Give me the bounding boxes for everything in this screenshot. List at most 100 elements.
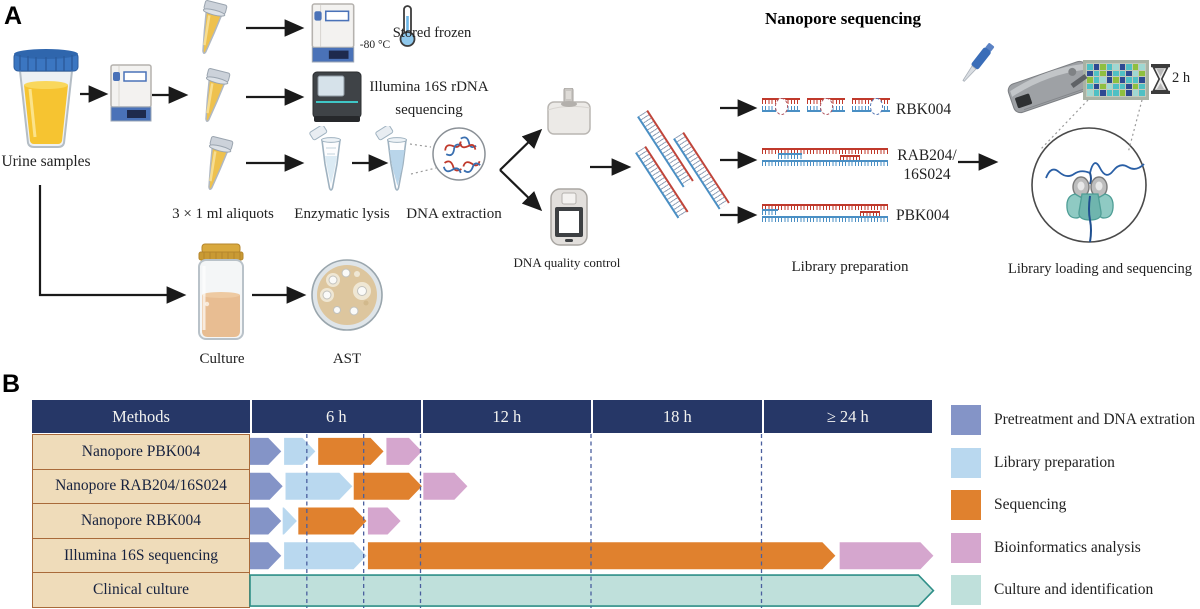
rab204-label-line2: 16S024 — [903, 166, 951, 183]
timeline-header-cell-1: 12 h — [420, 400, 591, 433]
flowcell-well — [1132, 90, 1138, 96]
gantt-chart — [249, 434, 935, 608]
flowcell-well — [1139, 70, 1145, 76]
flowcell-well — [1126, 90, 1132, 96]
rab204-label-line1: RAB204/ — [897, 147, 957, 164]
flowcell-well — [1126, 83, 1132, 89]
flowcell-well — [1126, 64, 1132, 70]
nanopore-icon — [1031, 127, 1147, 243]
legend-item-sequencing: Sequencing — [951, 490, 1195, 520]
flowcell-well — [1106, 70, 1112, 76]
legend-item-culture: Culture and identification — [951, 575, 1195, 605]
illumina-label-line2: sequencing — [395, 102, 463, 118]
gantt-bar-sequencing — [318, 437, 384, 465]
nanopore-sequencing-title: Nanopore sequencing — [765, 9, 922, 28]
legend-swatch-sequencing — [951, 490, 981, 520]
stored-frozen-label: Stored frozen — [392, 25, 472, 41]
flowcell-well — [1093, 70, 1099, 76]
flowcell-well — [1119, 64, 1125, 70]
flowcell-well — [1100, 64, 1106, 70]
legend-item-bioinformatics: Bioinformatics analysis — [951, 532, 1195, 563]
flowcell-well — [1113, 70, 1119, 76]
flowcell-well — [1087, 90, 1093, 96]
gantt-bar-bioinformatics — [386, 437, 422, 465]
legend-item-pretreatment: Pretreatment and DNA extration — [951, 405, 1195, 435]
methods-header-cell: Methods — [32, 400, 250, 433]
flowcell-well — [1113, 77, 1119, 83]
gantt-bar-pretreatment — [250, 472, 283, 500]
gantt-bar-sequencing — [353, 472, 422, 500]
flowcell-well — [1119, 77, 1125, 83]
flowcell-well — [1119, 83, 1125, 89]
gantt-bar-pretreatment — [250, 507, 282, 535]
ast-dish-icon — [311, 259, 383, 331]
fluorometer-icon — [547, 88, 591, 135]
flowcell-well — [1139, 64, 1145, 70]
flowcell-well — [1126, 70, 1132, 76]
dna-quality-control-label: DNA quality control — [513, 255, 621, 270]
flowcell-well — [1100, 77, 1106, 83]
pbk004-library-icon — [762, 204, 890, 222]
dna-magnifier-icon — [432, 127, 486, 181]
urine-cup-icon — [13, 49, 79, 148]
extraction-tube-icon — [375, 126, 407, 191]
flowcell-well — [1106, 90, 1112, 96]
temperature-label: -80 °C — [359, 39, 391, 51]
gantt-bar-pretreatment — [250, 437, 282, 465]
gantt-bar-sequencing — [298, 507, 367, 535]
legend-swatch-culture — [951, 575, 981, 605]
panel-a-label: A — [4, 2, 23, 30]
gantt-bar-bioinformatics — [423, 472, 468, 500]
legend-swatch-library — [951, 447, 981, 478]
lysis-tube-icon — [309, 126, 341, 191]
culture-jar-icon — [198, 243, 244, 340]
flowcell-well — [1087, 64, 1093, 70]
method-row-label-0: Nanopore PBK004 — [81, 442, 201, 460]
ast-label: AST — [332, 351, 362, 367]
flow-arrows — [38, 19, 1143, 304]
flowcell-well — [1100, 90, 1106, 96]
gantt-bar-bioinformatics — [367, 507, 401, 535]
rab204-library-icon — [762, 148, 890, 166]
library-loading-label: Library loading and sequencing — [1007, 261, 1192, 277]
flowcell-icon — [1083, 60, 1149, 100]
panel-b-label: B — [2, 370, 21, 398]
flowcell-well — [1093, 77, 1099, 83]
flowcell-well — [1139, 90, 1145, 96]
flowcell-well — [1132, 64, 1138, 70]
method-row-label-2: Nanopore RBK004 — [33, 503, 249, 538]
method-row-label-4: Clinical culture — [33, 572, 249, 607]
flowcell-well — [1093, 83, 1099, 89]
legend-swatch-pretreatment — [951, 405, 981, 435]
flowcell-well — [1113, 90, 1119, 96]
flowcell-well — [1106, 64, 1112, 70]
flowcell-well — [1087, 83, 1093, 89]
flowcell-well — [1106, 83, 1112, 89]
flowcell-well — [1119, 70, 1125, 76]
flowcell-well — [1087, 70, 1093, 76]
pipette-icon — [955, 40, 998, 89]
rbk004-label: RBK004 — [896, 101, 952, 118]
flowcell-well — [1126, 77, 1132, 83]
rbk004-library-icon — [762, 98, 890, 115]
duration-label: 2 h — [1172, 70, 1191, 86]
flowcell-well — [1132, 70, 1138, 76]
tapestation-icon — [550, 188, 588, 246]
flowcell-well — [1100, 83, 1106, 89]
legend-item-library: Library preparation — [951, 447, 1195, 478]
illumina-sequencer-icon — [312, 71, 362, 122]
legend-label-bioinformatics: Bioinformatics analysis — [994, 538, 1141, 556]
aliquots-label: 3 × 1 ml aliquots — [172, 206, 274, 222]
flowcell-well — [1132, 77, 1138, 83]
library-preparation-label: Library preparation — [791, 259, 909, 275]
gantt-bar-sequencing — [367, 542, 836, 570]
flowcell-well — [1100, 70, 1106, 76]
flowcell-well — [1119, 90, 1125, 96]
sample-tube-icon — [187, 64, 240, 130]
legend-label-sequencing: Sequencing — [994, 496, 1067, 513]
enzymatic-lysis-label: Enzymatic lysis — [294, 206, 390, 222]
method-row-label-3: Illumina 16S sequencing — [33, 537, 249, 573]
